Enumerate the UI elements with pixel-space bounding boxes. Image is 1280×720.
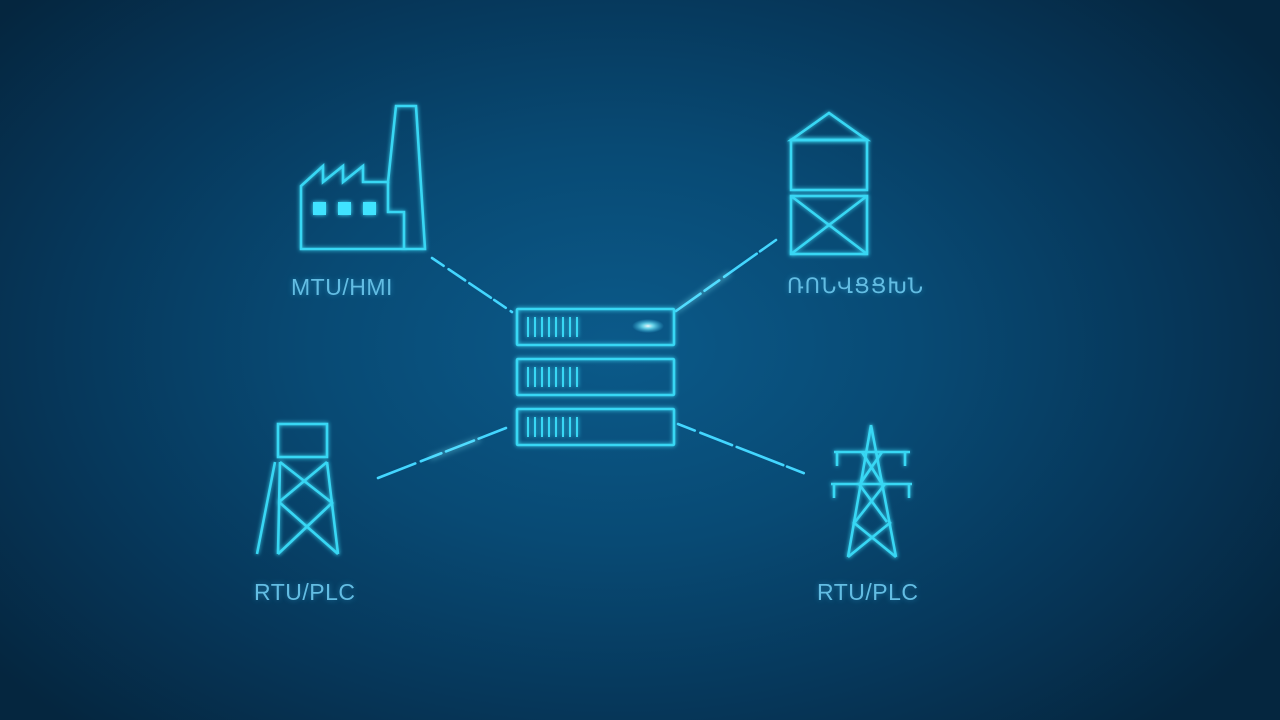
label-water-tower: ՌՈՆՎՑՑԽՆ xyxy=(787,275,925,298)
link-rtu-plc-right-to-server xyxy=(676,422,808,476)
server-status-light xyxy=(632,319,664,333)
label-rtu-plc-right: RTU/PLC xyxy=(817,579,919,605)
oil-derrick-icon xyxy=(255,422,340,556)
server-slots xyxy=(527,317,578,437)
transmission-tower-icon xyxy=(831,424,912,559)
server-rack-icon xyxy=(515,307,676,447)
link-mtu-hmi-to-server xyxy=(430,256,514,314)
link-rtu-plc-left-to-server xyxy=(376,426,508,480)
label-rtu-plc-left: RTU/PLC xyxy=(254,579,356,605)
factory-icon xyxy=(299,104,427,251)
label-mtu-hmi: MTU/HMI xyxy=(291,274,393,300)
link-water-tower-to-server xyxy=(674,238,778,313)
water-tower-icon xyxy=(781,111,877,256)
